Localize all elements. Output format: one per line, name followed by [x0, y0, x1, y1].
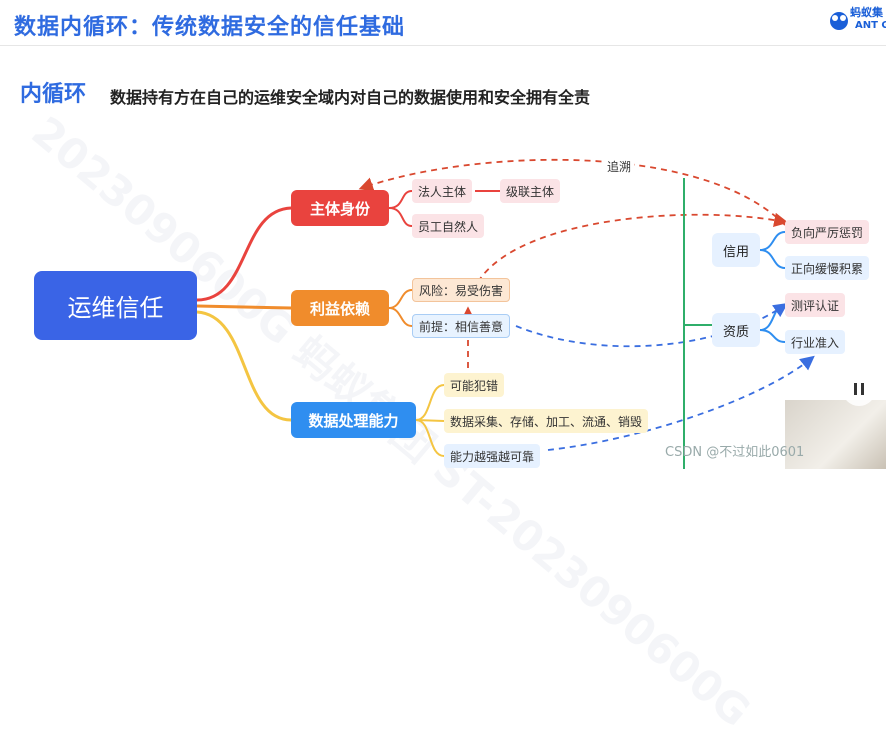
credit-node: 信用	[712, 233, 760, 267]
leaf-industry-access: 行业准入	[785, 330, 845, 354]
leaf-employee: 员工自然人	[412, 214, 484, 238]
trace-label: 追溯	[604, 158, 634, 175]
play-button[interactable]	[842, 372, 876, 406]
leaf-risk: 风险：易受伤害	[412, 278, 510, 302]
identity-node: 主体身份	[291, 190, 389, 226]
process-node: 数据处理能力	[291, 402, 416, 438]
section-divider	[683, 178, 685, 469]
pause-icon	[851, 381, 867, 397]
leaf-lifecycle: 数据采集、存储、加工、流通、销毁	[444, 409, 648, 433]
qualification-node: 资质	[712, 313, 760, 347]
interest-node: 利益依赖	[291, 290, 389, 326]
csdn-credit: CSDN @不过如此0601	[665, 441, 804, 460]
root-node: 运维信任	[34, 271, 197, 340]
leaf-premise: 前提：相信善意	[412, 314, 510, 338]
leaf-negative-penalty: 负向严厉惩罚	[785, 220, 869, 244]
leaf-positive-accumulate: 正向缓慢积累	[785, 256, 869, 280]
leaf-cascade-entity: 级联主体	[500, 179, 560, 203]
leaf-may-err: 可能犯错	[444, 373, 504, 397]
leaf-legal-entity: 法人主体	[412, 179, 472, 203]
leaf-capability: 能力越强越可靠	[444, 444, 540, 468]
leaf-certification: 测评认证	[785, 293, 845, 317]
